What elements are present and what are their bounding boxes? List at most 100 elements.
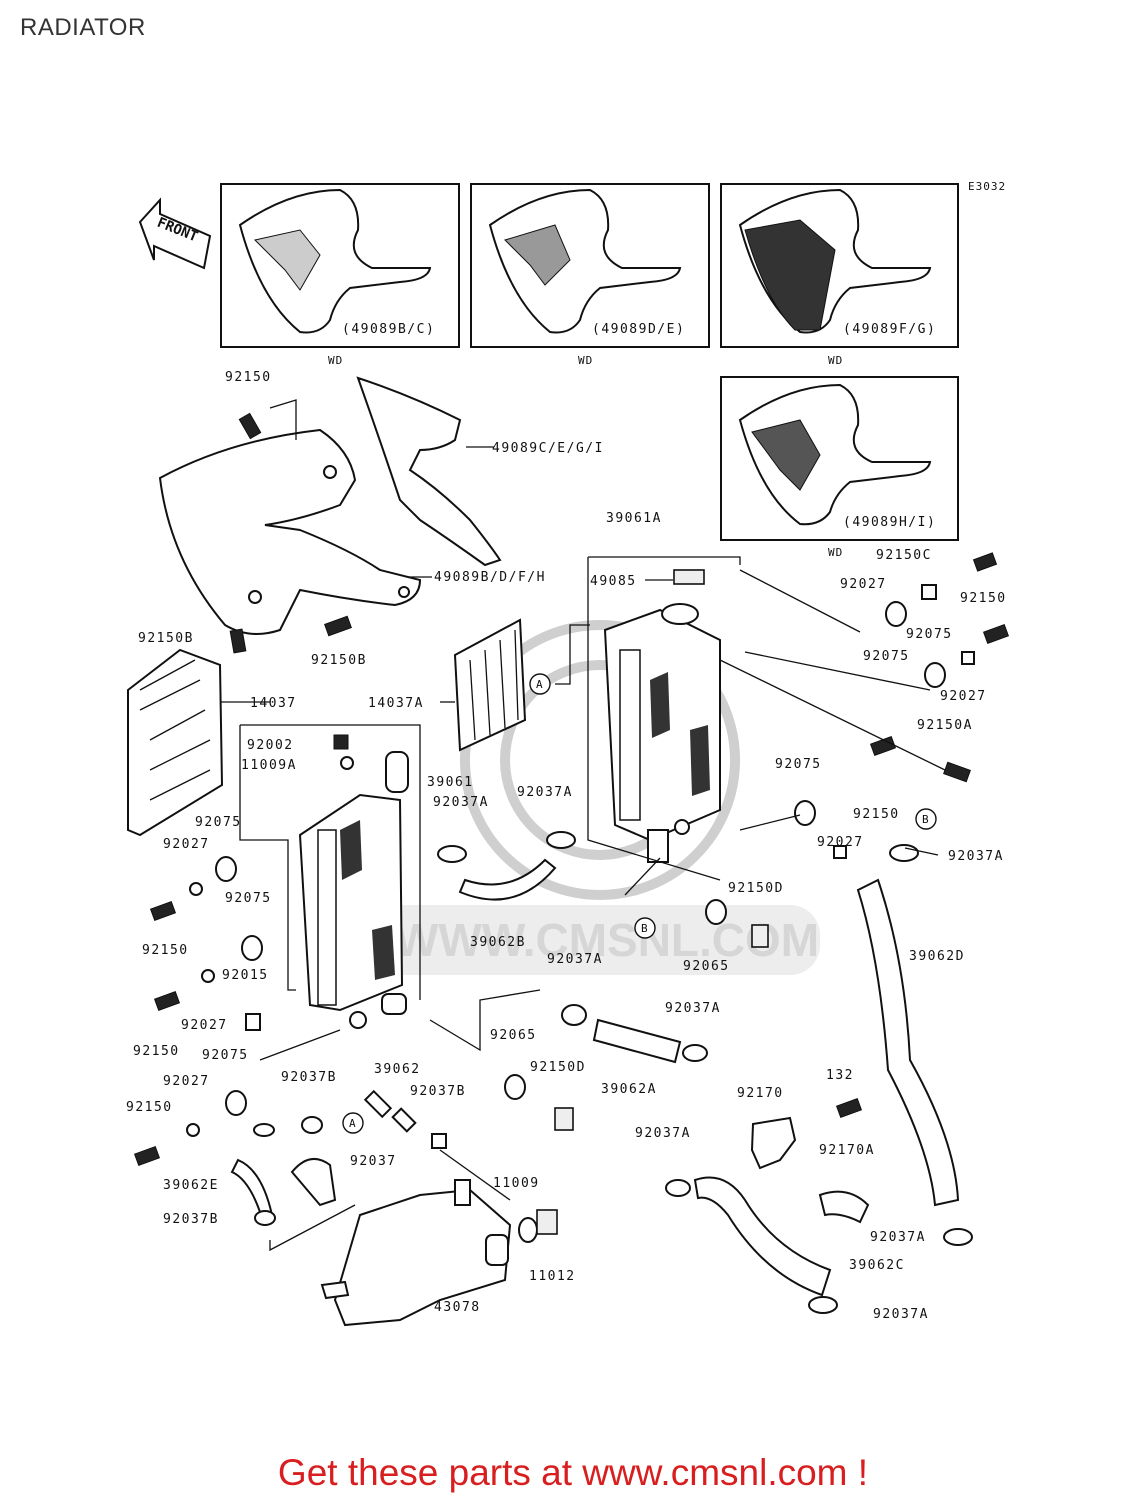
panel-variant: WD <box>328 354 343 367</box>
part-label: 92150A <box>917 718 973 733</box>
part-label: 11012 <box>529 1269 576 1284</box>
part-label: 14037A <box>368 696 424 711</box>
part-label: 92037A <box>635 1126 691 1141</box>
hose-39062c <box>693 1176 832 1297</box>
radiator-right <box>603 603 721 863</box>
hose-39062b <box>458 858 557 901</box>
part-label: 92075 <box>202 1048 249 1063</box>
part-label: 92037B <box>281 1070 337 1085</box>
footer-link-text[interactable]: Get these parts at www.cmsnl.com ! <box>277 1452 869 1493</box>
part-label: 92065 <box>683 959 730 974</box>
part-label: 92150D <box>530 1060 586 1075</box>
radiator-left <box>298 751 409 1029</box>
part-label: 92027 <box>817 835 864 850</box>
ref-marker-b-label: B <box>641 922 649 935</box>
hose-39062-2 <box>391 1107 417 1133</box>
panel-variant: WD <box>828 354 843 367</box>
panel-code: (49089D/E) <box>592 322 685 337</box>
part-label: 39061 <box>427 775 474 790</box>
radiator-guard-left <box>127 648 224 837</box>
part-label: 92002 <box>247 738 294 753</box>
hose-39062 <box>363 1089 393 1119</box>
part-labels: 92150 49089C/E/G/I 49089B/D/F/H 92150B 9… <box>126 370 1007 1322</box>
part-label: 92150D <box>728 881 784 896</box>
part-label: 92027 <box>940 689 987 704</box>
part-label: 92150 <box>133 1044 180 1059</box>
part-label: 92150B <box>138 631 194 646</box>
ref-marker-a-label: A <box>536 678 544 691</box>
hose-39062e <box>230 1158 274 1220</box>
part-label: 39062A <box>601 1082 657 1097</box>
part-label: 49085 <box>590 574 637 589</box>
part-label: 92037A <box>873 1307 929 1322</box>
part-label: 92170A <box>819 1143 875 1158</box>
ref-marker-a-2: A <box>342 1112 364 1134</box>
part-label: 92037A <box>433 795 489 810</box>
ref-marker-a-label: A <box>349 1117 357 1130</box>
part-label: 92075 <box>906 627 953 642</box>
ref-marker-a: A <box>529 673 551 695</box>
part-label: 92150 <box>853 807 900 822</box>
part-label: 92065 <box>490 1028 537 1043</box>
part-label: 11009A <box>241 758 297 773</box>
panel-code: (49089H/I) <box>843 515 936 530</box>
ref-marker-b: B <box>634 917 656 939</box>
ref-marker-b-label: B <box>922 813 930 826</box>
part-label: 11009 <box>493 1176 540 1191</box>
part-label: 39062B <box>470 935 526 950</box>
part-label: 49089C/E/G/I <box>492 441 604 456</box>
part-label: 92037B <box>163 1212 219 1227</box>
ref-marker-b-2: B <box>915 808 937 830</box>
graphic-panel-2: (49089D/E) <box>470 183 710 348</box>
diagram-code: E3032 <box>968 180 1006 193</box>
panel-code: (49089B/C) <box>342 322 435 337</box>
part-label: 92075 <box>863 649 910 664</box>
part-label: 92075 <box>775 757 822 772</box>
page-title: RADIATOR <box>20 14 146 41</box>
reservoir-tank <box>320 1179 512 1327</box>
panel-code: (49089F/G) <box>843 322 936 337</box>
part-label: 49089B/D/F/H <box>434 570 546 585</box>
part-label: 92150C <box>876 548 932 563</box>
part-label: 92075 <box>195 815 242 830</box>
part-label: 92170 <box>737 1086 784 1101</box>
part-label: 92150B <box>311 653 367 668</box>
hose-39062d <box>856 878 960 1207</box>
part-label: 92037A <box>948 849 1004 864</box>
watermark-text: WWW.CMSNL.COM <box>395 914 819 966</box>
part-label: 92150 <box>142 943 189 958</box>
part-label: 92037A <box>547 952 603 967</box>
watermark-logo: WWW.CMSNL.COM <box>370 620 820 975</box>
graphic-panel-4: (49089H/I) <box>720 376 959 541</box>
part-label: 39062 <box>374 1062 421 1077</box>
panel-variant: WD <box>828 546 843 559</box>
part-label: 92075 <box>225 891 272 906</box>
front-arrow-icon: FRONT <box>138 197 212 270</box>
part-label: 92027 <box>840 577 887 592</box>
part-label: 92150 <box>126 1100 173 1115</box>
part-label: 92150 <box>960 591 1007 606</box>
part-label: 92037A <box>517 785 573 800</box>
shroud-inner-panel <box>356 376 502 567</box>
part-label: 92027 <box>181 1018 228 1033</box>
part-label: 92037A <box>665 1001 721 1016</box>
graphic-panel-3: (49089F/G) <box>720 183 959 348</box>
part-label: 92037 <box>350 1154 397 1169</box>
part-label: 39061A <box>606 511 662 526</box>
part-label: 39062C <box>849 1258 905 1273</box>
part-label: 92027 <box>163 1074 210 1089</box>
part-label: 43078 <box>434 1300 481 1315</box>
radiator-shroud <box>158 428 422 635</box>
part-label: 39062E <box>163 1178 219 1193</box>
part-label: 92015 <box>222 968 269 983</box>
part-label: 132 <box>826 1068 854 1083</box>
part-label: 14037 <box>250 696 297 711</box>
graphic-panel-1: (49089B/C) <box>220 183 460 348</box>
part-label: 92027 <box>163 837 210 852</box>
part-label: 92037B <box>410 1084 466 1099</box>
part-label: 92150 <box>225 370 272 385</box>
panel-variant: WD <box>578 354 593 367</box>
leader-lines <box>220 399 946 1252</box>
hose-39062a <box>592 1018 682 1064</box>
